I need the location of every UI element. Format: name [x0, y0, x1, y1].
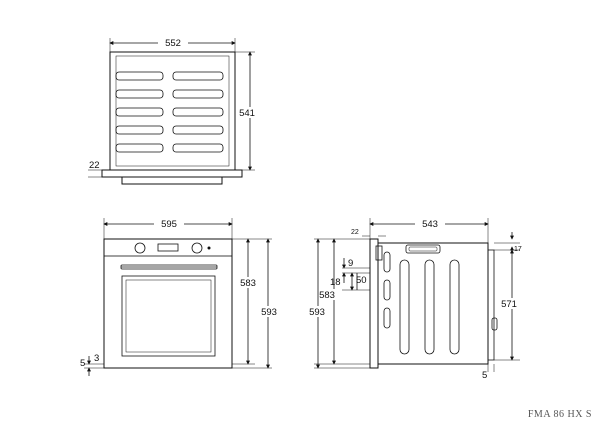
dim-side-50: 50 [356, 275, 367, 286]
side-view-vents [383, 251, 460, 355]
dim-side-top-22: 22 [351, 229, 359, 236]
dim-top-depth: 541 [239, 108, 255, 119]
model-name: FMA 86 HX S [527, 409, 592, 420]
dim-top-offset: 22 [89, 160, 100, 171]
front-view: 595 583 593 5 3 [80, 218, 278, 376]
left-knob [134, 242, 146, 254]
dim-front-gap-3: 3 [94, 353, 99, 364]
dim-side-height-583: 583 [319, 290, 335, 301]
dim-side-height-571: 571 [501, 299, 517, 310]
dim-side-height-593: 593 [309, 307, 325, 318]
dim-front-height-inner: 583 [240, 278, 256, 289]
side-view-door [369, 238, 379, 369]
dim-front-gap-5: 5 [80, 358, 85, 369]
side-view: 543 22 17 571 5 593 583 9 [307, 218, 522, 381]
dim-top-width: 552 [165, 38, 181, 49]
top-view-front-panel [101, 169, 243, 178]
display [157, 243, 179, 252]
dim-side-9: 9 [348, 258, 353, 269]
side-view-top-vent [405, 244, 441, 254]
front-view-control-panel [103, 238, 233, 257]
top-view-handle [121, 176, 223, 185]
top-view: 552 541 22 [88, 37, 258, 185]
front-view-body [103, 238, 233, 369]
oven-window [121, 275, 216, 357]
top-view-vents [115, 71, 224, 153]
dim-front-height-outer: 593 [261, 307, 277, 318]
dim-side-17: 17 [514, 246, 522, 253]
dim-front-width: 595 [161, 219, 177, 230]
right-knob [191, 242, 203, 254]
dim-side-18: 18 [330, 277, 341, 288]
dim-side-depth: 543 [422, 219, 438, 230]
dim-side-bottom-5: 5 [482, 370, 487, 381]
